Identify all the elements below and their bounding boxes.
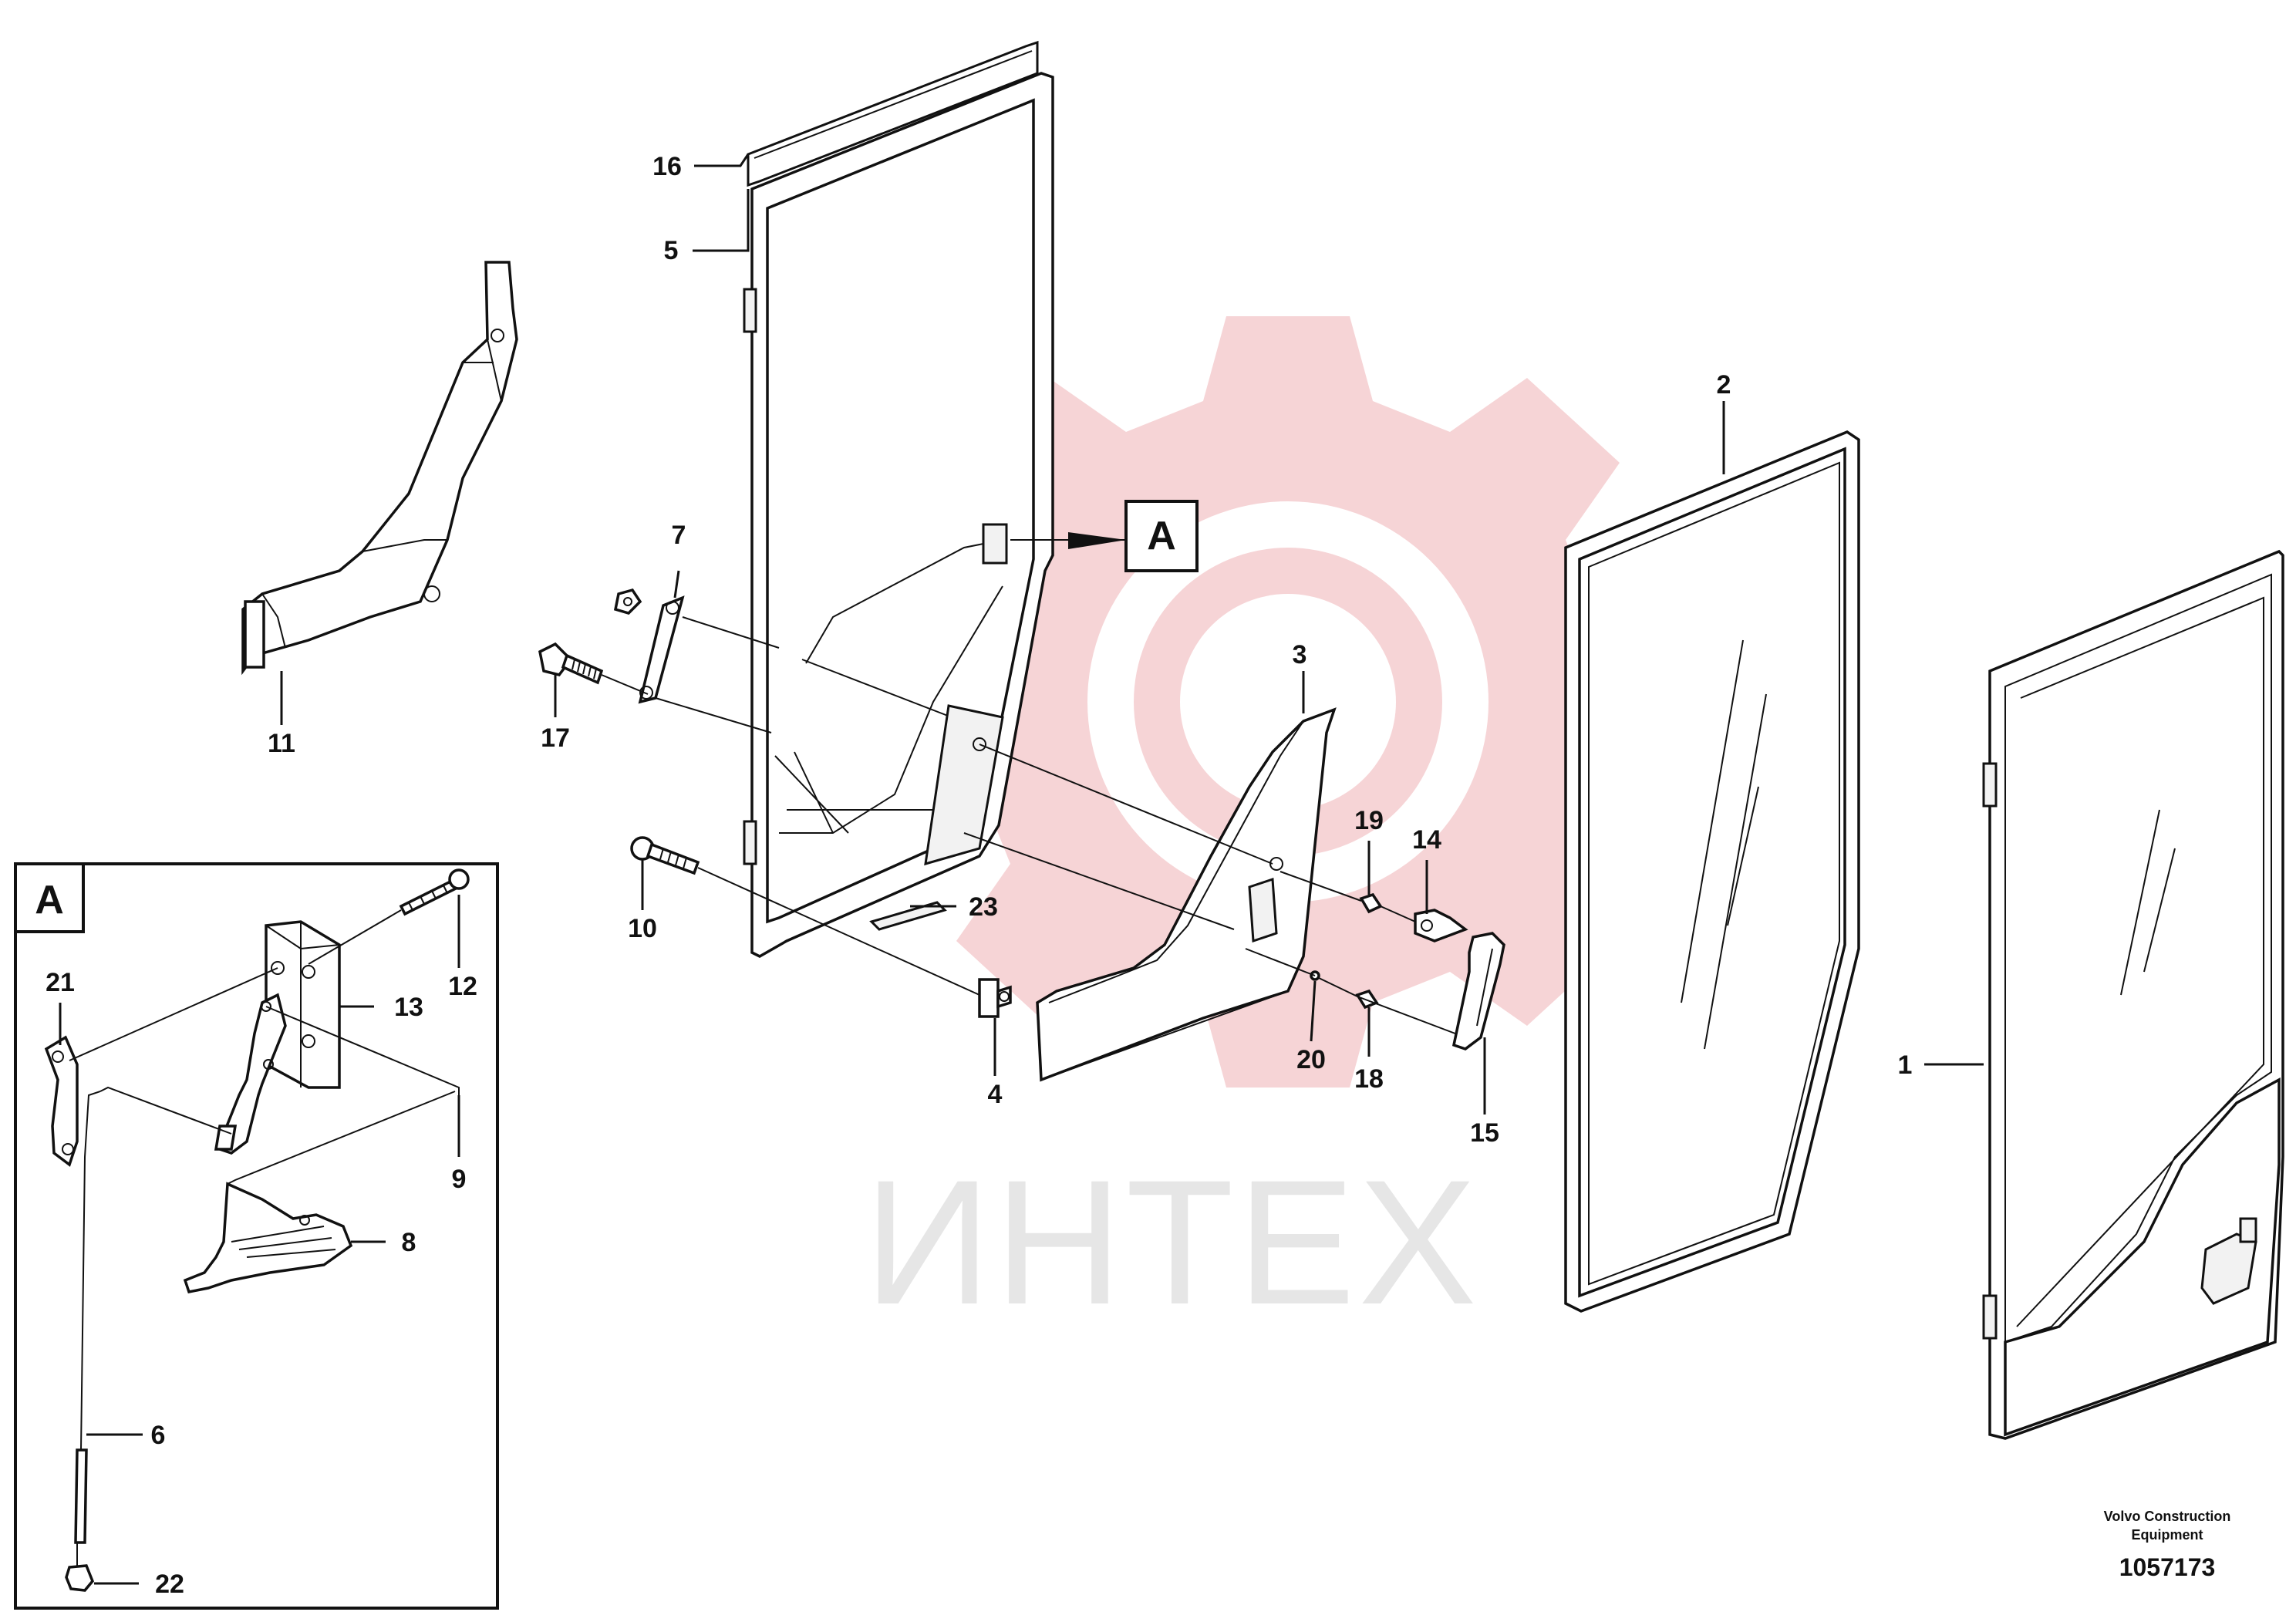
callout-12: 12 <box>448 972 477 1001</box>
callout-16: 16 <box>652 152 682 181</box>
callout-1: 1 <box>1898 1050 1913 1080</box>
part-7-link <box>613 588 780 733</box>
gear-watermark-icon <box>895 316 1681 1088</box>
part-12-screw <box>308 868 470 965</box>
callout-18: 18 <box>1354 1064 1384 1094</box>
part-1-door <box>1982 549 2284 1440</box>
part-15-handle <box>1451 932 1505 1050</box>
callout-21: 21 <box>46 968 75 997</box>
part-3-trim-panel <box>924 704 1337 1082</box>
part-11-bracket <box>241 261 518 676</box>
watermark: ИНТЕХ <box>864 316 1681 1341</box>
part-17-bolt <box>538 642 649 695</box>
callout-10: 10 <box>628 914 657 943</box>
callout-11: 11 <box>268 729 295 758</box>
callout-8: 8 <box>402 1228 416 1257</box>
callout-15: 15 <box>1470 1118 1499 1148</box>
callout-7: 7 <box>672 521 686 550</box>
lock-lever <box>214 993 287 1155</box>
callout-20: 20 <box>1296 1045 1326 1074</box>
inset-a-label: A <box>35 878 64 922</box>
callout-3: 3 <box>1293 640 1307 669</box>
detail-marker-a-label: A <box>1147 514 1176 558</box>
callout-4: 4 <box>988 1080 1003 1109</box>
callouts: 1 2 3 4 5 6 7 8 9 10 11 12 13 14 15 16 1… <box>46 152 1912 1599</box>
part-9-rod <box>99 1006 460 1185</box>
part-10-bolt <box>630 836 980 996</box>
part-8-handle <box>183 1182 353 1294</box>
callout-22: 22 <box>155 1570 184 1599</box>
callout-17: 17 <box>541 723 570 753</box>
part-18-bushing <box>1318 977 1466 1038</box>
credit-line-2: Equipment <box>2132 1527 2203 1543</box>
part-2-glass <box>1564 430 1860 1313</box>
detail-marker-a: A <box>1010 500 1199 572</box>
credit-line-1: Volvo Construction <box>2104 1509 2231 1524</box>
callout-19: 19 <box>1354 806 1384 835</box>
part-23-strip <box>869 901 947 931</box>
part-6-cable <box>74 1091 101 1566</box>
credit-block: Volvo Construction Equipment 1057173 <box>2104 1509 2231 1581</box>
callout-14: 14 <box>1412 825 1441 855</box>
part-4-clip <box>978 978 1012 1018</box>
part-20-pin <box>1245 948 1320 981</box>
callout-2: 2 <box>1717 370 1731 400</box>
leader-lines <box>59 153 1984 1585</box>
part-22-nut <box>65 1564 95 1592</box>
callout-13: 13 <box>394 993 423 1022</box>
part-21-cam <box>44 967 278 1167</box>
watermark-text: ИНТЕХ <box>864 1143 1480 1341</box>
document-number: 1057173 <box>2119 1553 2216 1581</box>
callout-23: 23 <box>969 892 998 922</box>
callout-9: 9 <box>452 1165 467 1194</box>
callout-5: 5 <box>664 236 679 265</box>
part-14-bracket <box>1380 905 1468 943</box>
callout-6: 6 <box>151 1421 166 1450</box>
inset-a: A <box>14 862 499 1610</box>
